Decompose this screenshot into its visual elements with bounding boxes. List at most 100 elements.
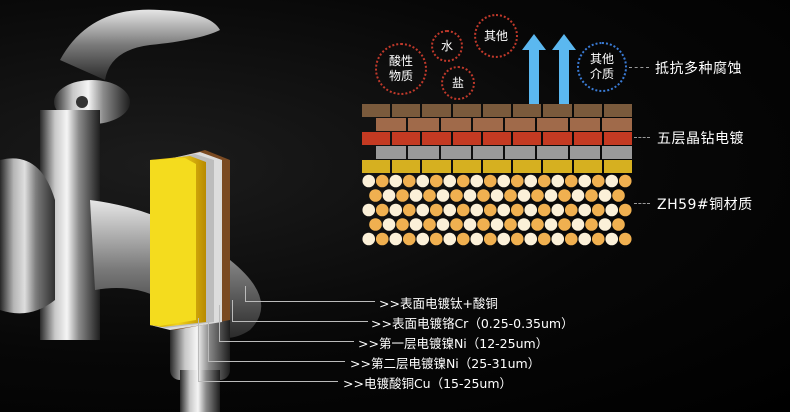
copper-dot [470, 232, 484, 246]
layer-row-2 [362, 118, 632, 131]
copper-dot [423, 189, 436, 202]
copper-dot [497, 232, 511, 246]
copper-dot [517, 189, 531, 202]
copper-dot [537, 232, 551, 246]
copper-dot [605, 232, 619, 246]
copper-dot [585, 189, 598, 202]
copper-dot [544, 218, 558, 231]
copper-dot [517, 218, 531, 231]
copper-dot [510, 203, 524, 217]
legend-vline-5 [198, 318, 199, 381]
copper-dot [524, 203, 538, 217]
resist-label: 抵抗多种腐蚀 [655, 61, 742, 77]
copper-dot [470, 174, 484, 188]
copper-dot [618, 232, 632, 246]
legend-line-4 [208, 361, 345, 362]
layer-row-1 [362, 104, 632, 117]
resist-leader [629, 67, 649, 68]
copper-dot [463, 218, 477, 231]
copper-dot [416, 203, 430, 217]
copper-dot [578, 174, 592, 188]
legend-vline-3 [219, 305, 220, 341]
copper-dot [362, 232, 376, 246]
copper-dot [389, 174, 403, 188]
copper-dot [456, 232, 470, 246]
copper-dot [524, 174, 538, 188]
copper-dot [382, 189, 396, 202]
copper-dot [605, 203, 619, 217]
copper-dot [416, 232, 430, 246]
copper-dot [409, 189, 423, 202]
material-label: ZH59#铜材质 [657, 197, 753, 213]
copper-dot [402, 174, 416, 188]
copper-dot [429, 174, 443, 188]
copper-dot [571, 218, 585, 231]
plating-label: 五层晶钻电镀 [657, 131, 744, 147]
copper-dot [612, 189, 625, 202]
copper-dot [362, 203, 376, 217]
copper-dot [389, 203, 403, 217]
legend-vline-2 [232, 300, 233, 321]
plating-leader [634, 137, 650, 138]
copper-dot [450, 189, 463, 202]
copper-dot [375, 203, 389, 217]
copper-dot [402, 232, 416, 246]
copper-dot [537, 203, 551, 217]
legend-line-2 [232, 321, 368, 322]
copper-dot [551, 203, 565, 217]
layer-row-5 [362, 160, 632, 173]
copper-dot [537, 174, 551, 188]
copper-dot [443, 203, 457, 217]
copper-dot [504, 189, 517, 202]
copper-dot [483, 232, 497, 246]
layer-row-3 [362, 132, 632, 145]
copper-dot [591, 203, 605, 217]
legend-vline-4 [208, 312, 209, 361]
copper-dot [598, 218, 612, 231]
copper-dot [456, 203, 470, 217]
copper-dot [396, 218, 409, 231]
salt-circle: 盐 [441, 66, 475, 100]
copper-dot [558, 218, 571, 231]
others-circle: 其他 [474, 14, 518, 58]
copper-dot [564, 232, 578, 246]
copper-dot [531, 189, 544, 202]
copper-dot [456, 174, 470, 188]
copper-dot [443, 232, 457, 246]
copper-dot [483, 174, 497, 188]
copper-dot [436, 189, 450, 202]
copper-dot [362, 174, 376, 188]
legend-line-1 [245, 301, 375, 302]
water-circle: 水 [431, 30, 463, 62]
copper-material-dots [362, 174, 632, 246]
copper-dot [524, 232, 538, 246]
legend-item-3: >>第一层电镀镍Ni（12-25um） [358, 336, 549, 351]
copper-dot [578, 203, 592, 217]
layer-row-4 [362, 146, 632, 159]
legend-vline-1 [245, 286, 246, 301]
other-media-circle: 其他 介质 [577, 42, 627, 92]
material-leader [634, 203, 650, 204]
copper-dot [504, 218, 517, 231]
acid-substance-circle: 酸性 物质 [375, 43, 427, 95]
copper-dot [544, 189, 558, 202]
copper-dot [612, 218, 625, 231]
copper-dot [450, 218, 463, 231]
plating-layers-wall [362, 104, 632, 174]
legend-item-5: >>电镀酸铜Cu（15-25um） [343, 376, 513, 391]
copper-dot [618, 174, 632, 188]
copper-dot [429, 203, 443, 217]
legend-line-3 [219, 341, 354, 342]
copper-dot [605, 174, 619, 188]
copper-dot [369, 189, 382, 202]
copper-dot [558, 189, 571, 202]
copper-dot [369, 218, 382, 231]
legend-item-1: >>表面电镀钛+酸铜 [379, 296, 498, 311]
copper-dot [510, 174, 524, 188]
copper-dot [477, 189, 490, 202]
copper-dot [436, 218, 450, 231]
copper-dot [585, 218, 598, 231]
copper-dot [409, 218, 423, 231]
copper-dot [564, 203, 578, 217]
copper-dot [598, 189, 612, 202]
